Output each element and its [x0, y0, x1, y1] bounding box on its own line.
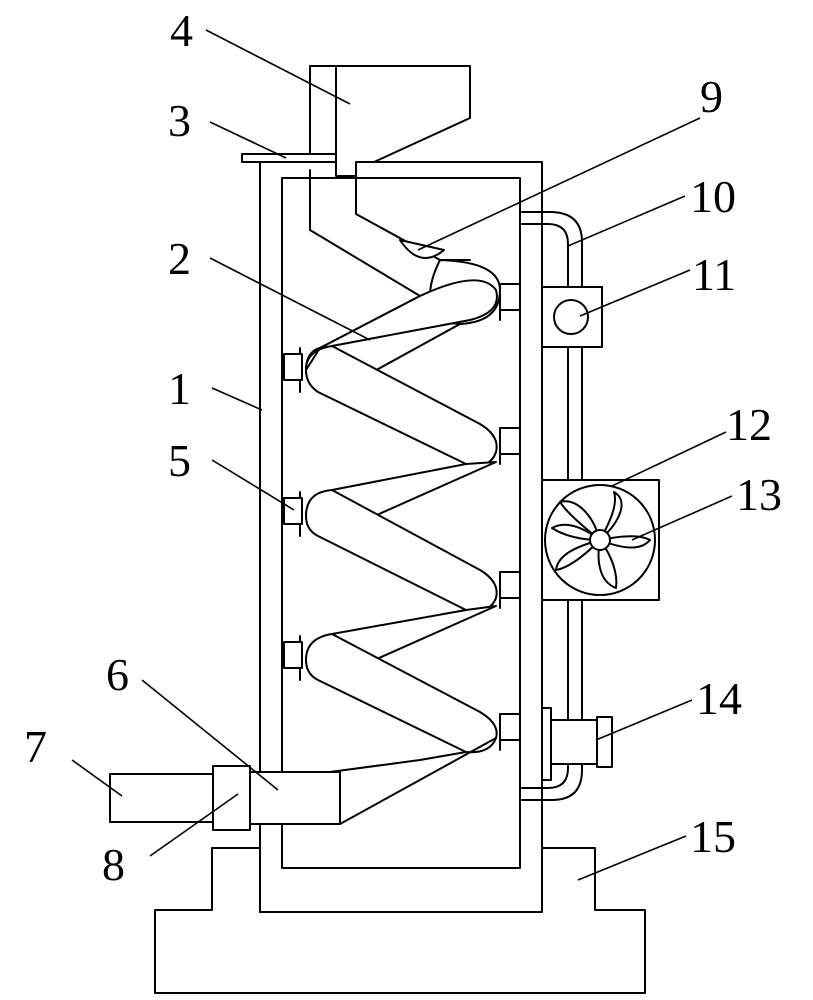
valve-flange: [541, 707, 552, 781]
pump-circle: [553, 299, 589, 335]
coil-tube: [249, 169, 501, 825]
feed-plate: [241, 153, 337, 163]
label-10: 10: [690, 171, 736, 222]
label-12: 12: [726, 399, 772, 450]
label-11: 11: [692, 249, 736, 300]
label-3: 3: [168, 95, 191, 146]
label-15: 15: [690, 811, 736, 862]
fan-hub: [589, 529, 611, 551]
label-6: 6: [106, 649, 129, 700]
label-9: 9: [700, 71, 723, 122]
housing-inner: [281, 177, 521, 869]
support-brackets: [283, 283, 521, 741]
label-13: 13: [736, 469, 782, 520]
valve-body: [550, 719, 598, 765]
leader-lines: [71, 29, 733, 881]
label-4: 4: [170, 5, 193, 56]
label-2: 2: [168, 233, 191, 284]
fan-blades: [551, 491, 651, 589]
outlet-pipe: [249, 771, 341, 825]
label-14: 14: [696, 673, 742, 724]
label-1: 1: [168, 363, 191, 414]
label-5: 5: [168, 435, 191, 486]
discharge-pipe: [109, 773, 214, 823]
label-7: 7: [24, 721, 47, 772]
label-8: 8: [102, 839, 125, 890]
valve-cap: [596, 716, 613, 768]
